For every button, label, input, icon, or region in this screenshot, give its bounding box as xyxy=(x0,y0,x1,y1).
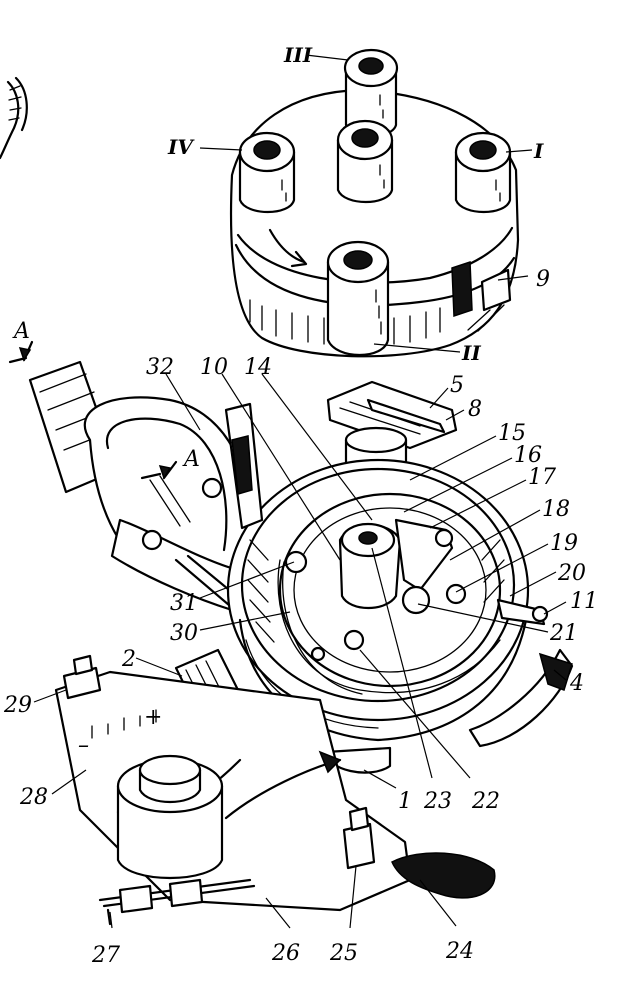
label-9: 9 xyxy=(536,267,550,292)
label-26: 26 xyxy=(271,941,300,966)
distributor-cap xyxy=(229,88,520,358)
distributor-housing xyxy=(28,360,574,774)
label-20: 20 xyxy=(557,561,586,586)
label-tower-ii: II xyxy=(461,341,481,365)
label-tower-iv: IV xyxy=(167,135,195,159)
label-18: 18 xyxy=(542,497,570,522)
label-11: 11 xyxy=(570,589,598,614)
label-22: 22 xyxy=(471,789,500,814)
cap-tower-ii xyxy=(326,240,390,357)
scale-minus-mark: – xyxy=(78,733,89,758)
rotation-arrow xyxy=(268,228,306,264)
label-25: 25 xyxy=(329,941,358,966)
leader-lines xyxy=(33,54,567,929)
label-30: 30 xyxy=(170,621,198,646)
stud-25 xyxy=(342,822,376,870)
label-1: 1 xyxy=(398,789,412,814)
label-32: 32 xyxy=(146,355,174,380)
label-23: 23 xyxy=(423,789,452,814)
label-14: 14 xyxy=(244,355,272,380)
cap-tower-iii xyxy=(343,48,399,138)
octane-corrector: – + xyxy=(54,654,496,926)
label-5: 5 xyxy=(450,373,464,398)
wire-fragment xyxy=(0,76,28,160)
cap-ribs xyxy=(249,299,441,345)
label-10: 10 xyxy=(200,355,228,380)
label-8: 8 xyxy=(468,397,482,422)
label-31: 31 xyxy=(170,591,198,616)
label-2: 2 xyxy=(121,647,136,672)
section-marker-a-outer: A xyxy=(8,319,34,364)
pointer-lever xyxy=(391,852,496,899)
section-a-inner-label: A xyxy=(182,447,200,472)
scale-plus-mark: + xyxy=(144,705,162,730)
label-16: 16 xyxy=(514,443,542,468)
label-4: 4 xyxy=(569,671,584,696)
section-marker-a-inner: A xyxy=(140,447,200,480)
label-24: 24 xyxy=(445,939,474,964)
cap-tower-i xyxy=(454,131,512,213)
label-tower-iii: III xyxy=(283,43,313,67)
label-15: 15 xyxy=(498,421,526,446)
rotor-contact-spring xyxy=(366,398,446,434)
cap-tower-center xyxy=(336,119,394,203)
label-tower-i: I xyxy=(533,139,544,163)
section-a-outer-label: A xyxy=(12,319,30,344)
breaker-pivot xyxy=(401,585,431,615)
cap-tower-iv xyxy=(238,131,296,213)
label-21: 21 xyxy=(549,621,578,646)
label-27: 27 xyxy=(91,943,120,968)
cap-clip-slot xyxy=(451,260,473,318)
label-28: 28 xyxy=(19,785,48,810)
label-19: 19 xyxy=(550,531,578,556)
label-17: 17 xyxy=(528,465,556,490)
label-29: 29 xyxy=(3,693,32,718)
